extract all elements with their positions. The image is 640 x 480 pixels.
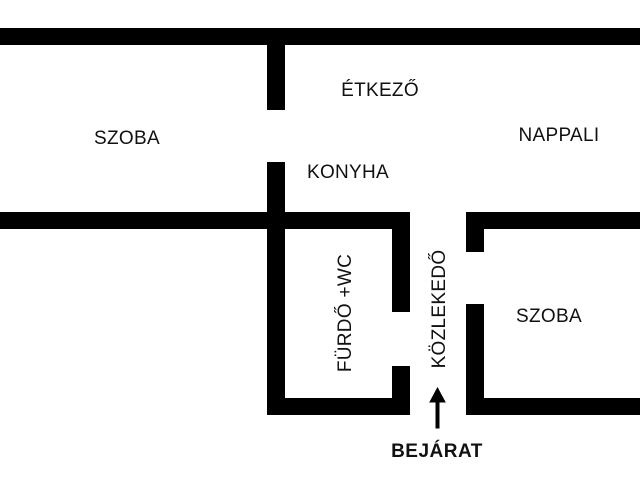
- wall-top: [0, 28, 640, 45]
- wall-middle-right: [466, 212, 640, 229]
- wall-room-right-bottom: [466, 398, 640, 415]
- wall-bath-right-lower: [392, 366, 410, 415]
- arrow-up-icon: [429, 386, 446, 429]
- wall-room-right-lower: [466, 304, 484, 415]
- wall-middle-left: [0, 212, 410, 229]
- wall-room-right-upper: [466, 212, 484, 252]
- room-label-nappali: NAPPALI: [519, 125, 600, 146]
- room-label-szoba-left: SZOBA: [94, 128, 160, 149]
- room-label-szoba-right: SZOBA: [516, 306, 582, 327]
- wall-divider-upper: [267, 28, 285, 110]
- entrance-label: BEJÁRAT: [391, 440, 483, 462]
- room-label-etkezo: ÉTKEZŐ: [341, 79, 419, 101]
- room-label-konyha: KONYHA: [307, 162, 389, 183]
- wall-bath-bottom: [267, 398, 410, 415]
- wall-bath-left: [267, 212, 285, 415]
- wall-bath-right-upper: [392, 212, 410, 312]
- room-label-furdo-wc: FÜRDŐ +WC: [334, 254, 356, 372]
- room-label-kozlekedo: KÖZLEKEDŐ: [428, 250, 450, 369]
